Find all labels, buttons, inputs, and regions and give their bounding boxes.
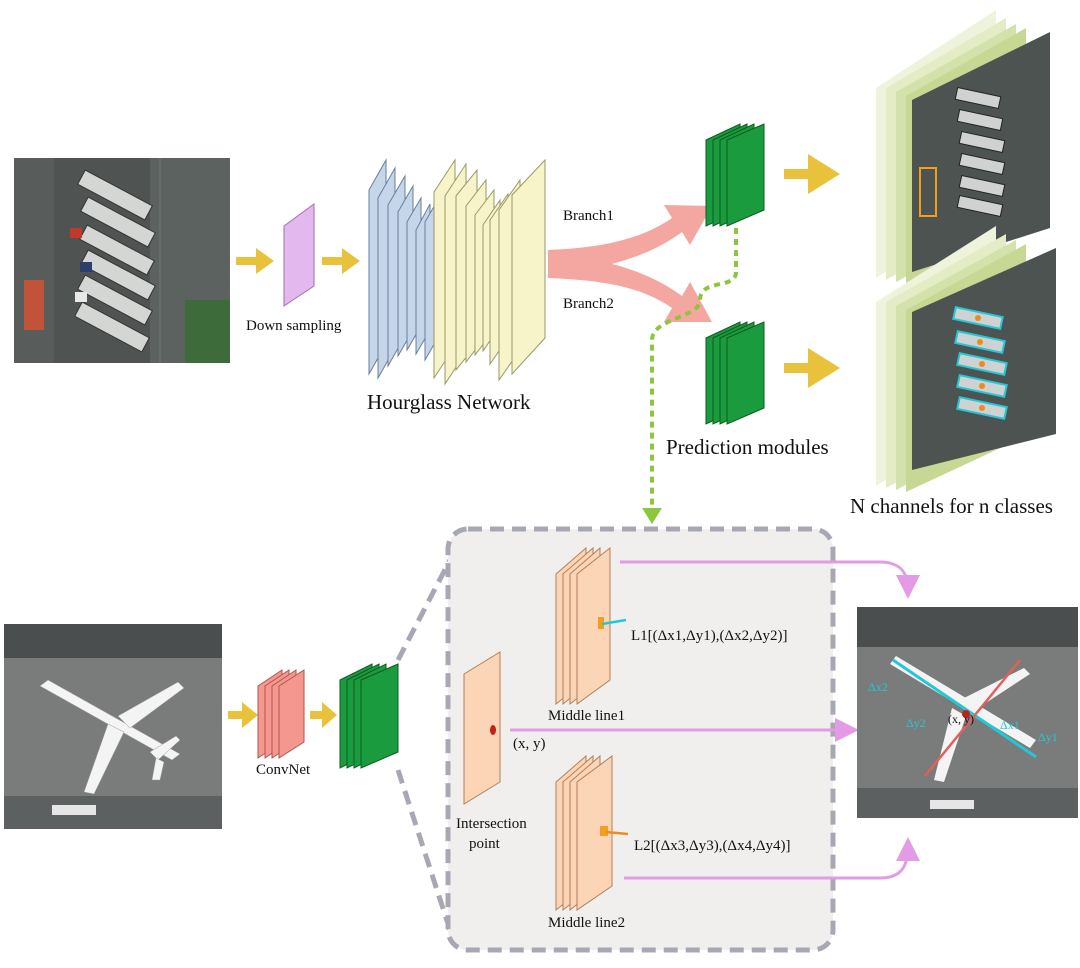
- convnet-block: [257, 669, 305, 759]
- hourglass-network-label: Hourglass Network: [367, 390, 531, 414]
- arrow-input-to-downsampling: [236, 248, 274, 274]
- head-detail-panel: [445, 526, 836, 953]
- arrow-downsampling-to-hourglass: [322, 248, 360, 274]
- convnet-label: ConvNet: [256, 762, 311, 778]
- output-xy-label: (x, y): [948, 712, 974, 726]
- heatmap-output-stack: [876, 10, 1050, 284]
- hourglass-network: [368, 158, 440, 380]
- arrow-to-detection-output: [784, 348, 840, 388]
- prediction-modules-label: Prediction modules: [666, 435, 829, 459]
- zoom-line-top: [395, 558, 453, 662]
- middle-line1-label: Middle line1: [548, 708, 626, 724]
- dotted-connector-head: [642, 508, 662, 524]
- arrow-airplane-to-convnet: [228, 702, 258, 728]
- n-channels-label: N channels for n classes: [850, 494, 1053, 518]
- input-airplane-image: [4, 624, 222, 829]
- convnet-feature-block: [339, 663, 399, 769]
- hourglass-network-upsample: [433, 158, 546, 386]
- arrow-to-heatmap-output: [784, 154, 840, 194]
- xy-label: (x, y): [513, 736, 546, 752]
- dotted-connector: [650, 228, 738, 520]
- branch2-label: Branch2: [563, 296, 614, 312]
- arrow-l1-to-output: [620, 560, 920, 599]
- output-dy1-label: Δy1: [1038, 730, 1058, 744]
- intersection-label-line2: point: [469, 836, 500, 852]
- output-dx2-label: Δx2: [868, 680, 888, 694]
- output-airplane-image: [857, 607, 1078, 818]
- arrow-l2-to-output: [624, 837, 920, 880]
- intersection-label-line1: Intersection: [456, 816, 527, 832]
- output-dy2-label: Δy2: [906, 716, 926, 730]
- arrow-convnet-to-features: [310, 702, 337, 728]
- l1-pointer: [601, 618, 627, 626]
- intersection-point-dot: [490, 725, 496, 735]
- zoom-line-bottom: [395, 769, 453, 931]
- middle-line2-label: Middle line2: [548, 915, 626, 931]
- prediction-module-2: [705, 321, 765, 425]
- output-dx1-label: Δx1: [1000, 718, 1020, 732]
- branch1-label: Branch1: [563, 208, 614, 224]
- middle-line1-block: [555, 546, 611, 706]
- l2-pointer: [605, 830, 629, 836]
- down-sampling-block: [283, 203, 315, 307]
- middle-line1-marker: [598, 617, 604, 629]
- branch-arrows: [548, 205, 712, 322]
- middle-line2-marker: [600, 826, 608, 836]
- middle-line2-block: [555, 754, 613, 912]
- l1-formula: L1[(Δx1,Δy1),(Δx2,Δy2)]: [631, 628, 788, 644]
- down-sampling-label: Down sampling: [246, 318, 342, 334]
- l2-formula: L2[(Δx3,Δy3),(Δx4,Δy4)]: [634, 838, 791, 854]
- intersection-point-block: [463, 651, 501, 805]
- detection-output-stack: [876, 226, 1056, 492]
- input-trucks-image: [14, 158, 230, 363]
- prediction-module-1: [705, 123, 765, 227]
